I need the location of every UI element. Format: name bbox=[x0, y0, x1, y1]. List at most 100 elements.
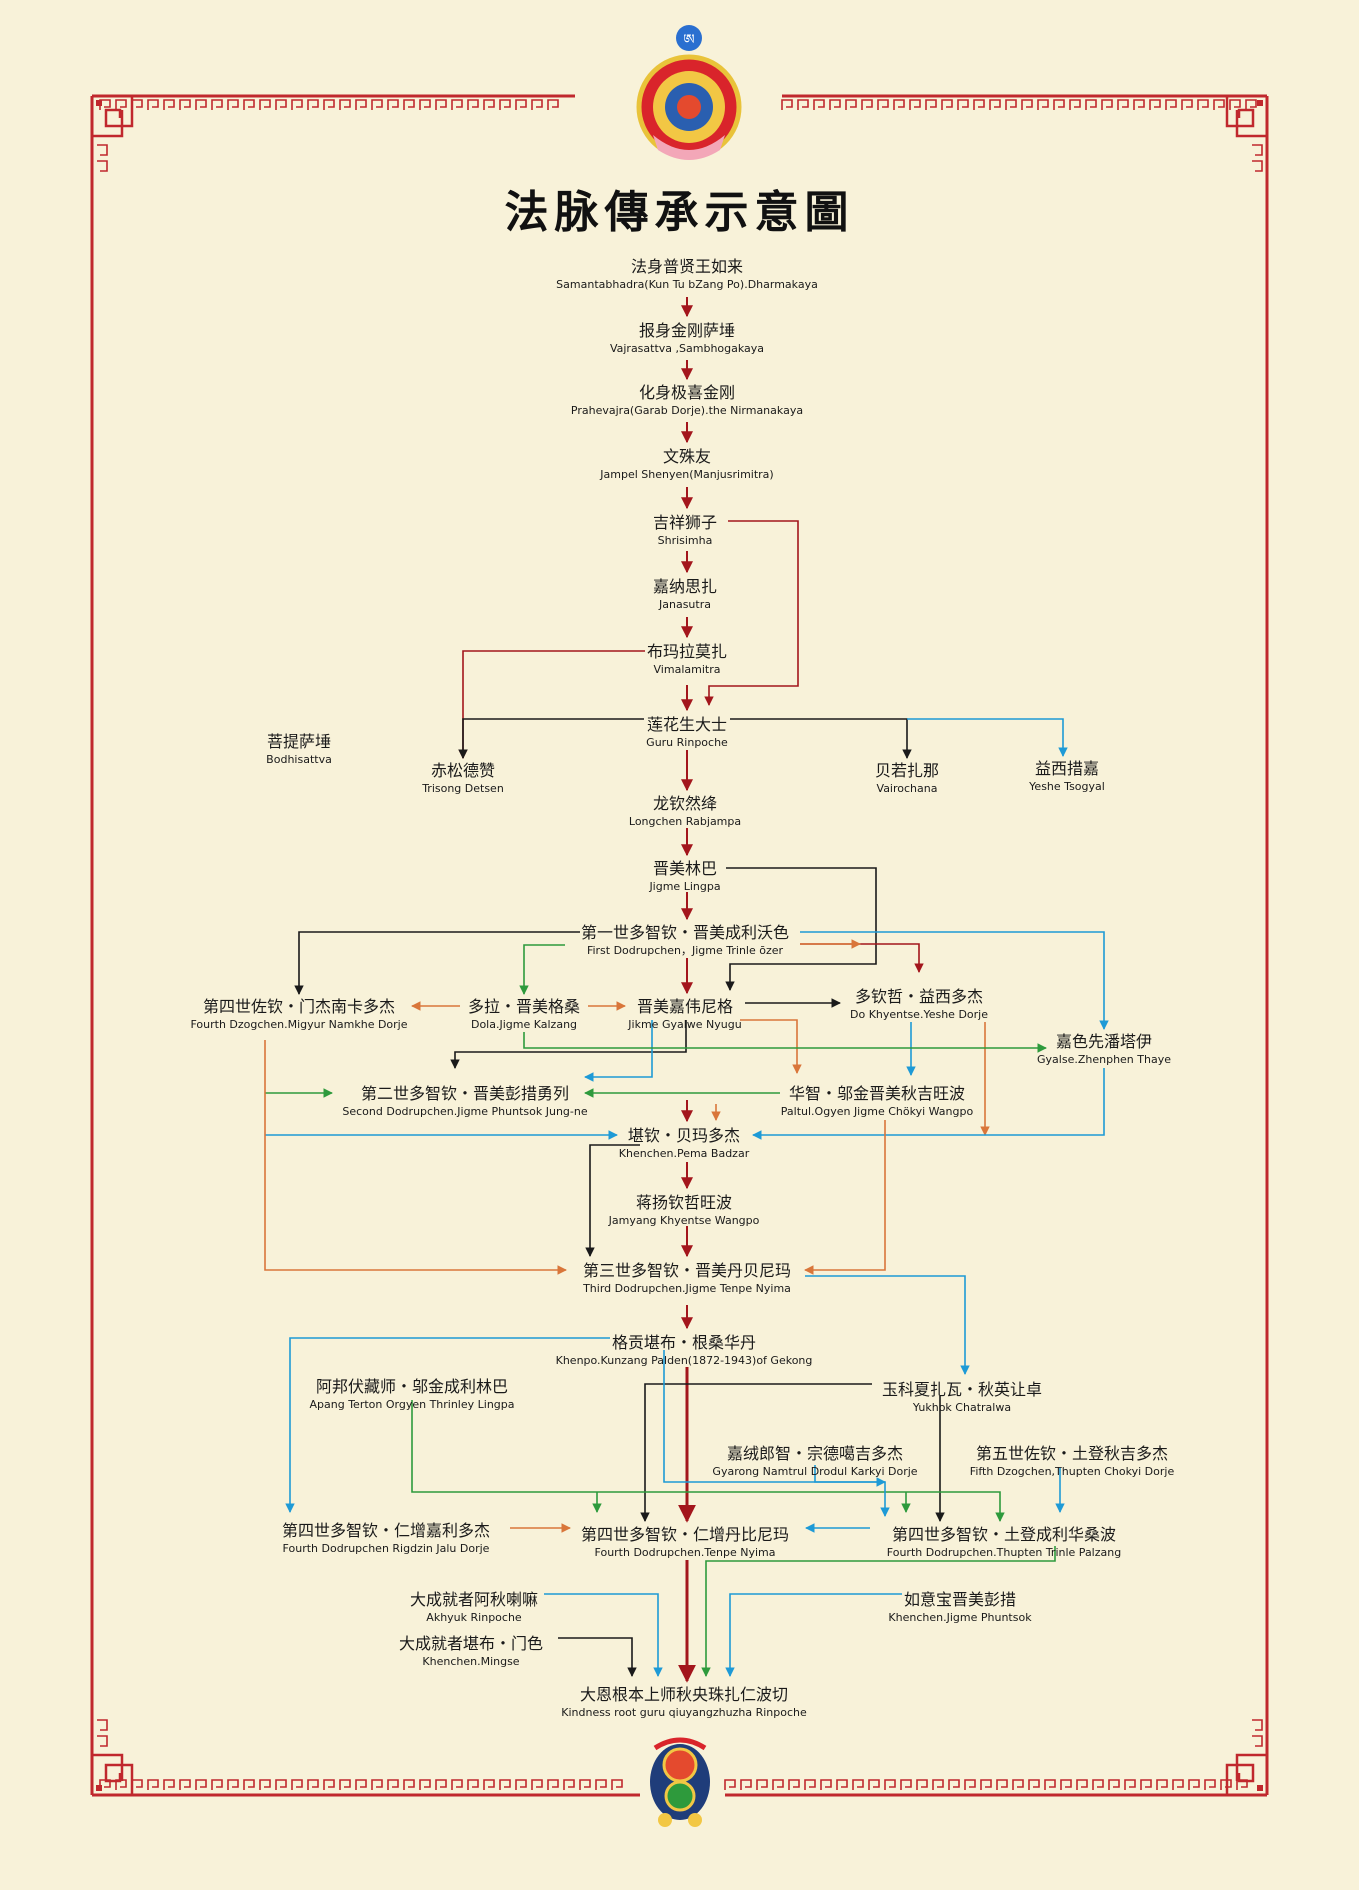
frame-key-pattern bbox=[813, 99, 825, 110]
node-name-en: Vimalamitra bbox=[653, 663, 721, 677]
node-name-en: Jamyang Khyentse Wangpo bbox=[608, 1214, 760, 1228]
frame-key-pattern bbox=[211, 99, 223, 110]
frame-key-pattern bbox=[1252, 160, 1263, 172]
node-name-zh: 法身普贤王如来 bbox=[630, 257, 744, 276]
frame-key-pattern bbox=[1060, 1779, 1072, 1790]
frame-key-pattern bbox=[371, 1779, 383, 1790]
frame-key-pattern bbox=[515, 99, 527, 110]
frame-key-pattern bbox=[893, 99, 905, 110]
frame-key-pattern bbox=[97, 160, 108, 172]
frame-key-pattern bbox=[1108, 1779, 1120, 1790]
frame-key-pattern bbox=[1172, 1779, 1184, 1790]
node-name-en: Shrisimha bbox=[657, 534, 713, 548]
frame-key-pattern bbox=[820, 1779, 832, 1790]
lineage-connector bbox=[544, 1593, 663, 1677]
node-name-en: Paltul.Ogyen Jigme Chökyi Wangpo bbox=[780, 1105, 974, 1119]
frame-key-pattern bbox=[515, 1779, 527, 1790]
node-name-en: Akhyuk Rinpoche bbox=[426, 1611, 522, 1625]
node-name-zh: 吉祥狮子 bbox=[652, 513, 718, 532]
node-name-en: Gyarong Namtrul Drodul Karkyi Dorje bbox=[712, 1465, 918, 1479]
node-name-zh: 益西措嘉 bbox=[1034, 759, 1099, 778]
frame-key-pattern bbox=[909, 99, 921, 110]
frame-key-pattern bbox=[788, 1779, 800, 1790]
node-name-zh: 嘉绒郎智・宗德噶吉多杰 bbox=[726, 1444, 904, 1463]
frame-key-pattern bbox=[877, 99, 889, 110]
frame-key-pattern bbox=[451, 1779, 463, 1790]
lineage-connector bbox=[663, 1350, 886, 1487]
frame-key-pattern bbox=[964, 1779, 976, 1790]
node-name-zh: 晋美林巴 bbox=[652, 859, 717, 878]
node-name-en: Gyalse.Zhenphen Thaye bbox=[1037, 1053, 1171, 1067]
frame-key-pattern bbox=[724, 1779, 736, 1790]
frame-key-pattern bbox=[845, 99, 857, 110]
frame-key-pattern bbox=[1053, 99, 1065, 110]
frame-key-pattern bbox=[243, 99, 255, 110]
lineage-connector bbox=[285, 1337, 610, 1513]
frame-key-pattern bbox=[227, 1779, 239, 1790]
node-name-zh: 堪钦・贝玛多杰 bbox=[627, 1126, 741, 1145]
node-name-zh: 第一世多智钦・晋美成利沃色 bbox=[580, 923, 790, 942]
frame-key-pattern bbox=[916, 1779, 928, 1790]
frame-key-pattern bbox=[259, 1779, 271, 1790]
frame-key-pattern bbox=[499, 99, 511, 110]
frame-key-pattern bbox=[307, 1779, 319, 1790]
node-name-zh: 菩提萨埵 bbox=[266, 732, 332, 751]
frame-key-pattern bbox=[941, 99, 953, 110]
lineage-connector bbox=[704, 520, 799, 706]
frame-key-pattern bbox=[1156, 1779, 1168, 1790]
frame-key-pattern bbox=[387, 1779, 399, 1790]
node-name-en: Fifth Dzogchen,Thupten Chokyi Dorje bbox=[969, 1465, 1175, 1479]
frame-corner bbox=[1225, 1753, 1269, 1797]
lineage-connector bbox=[458, 718, 644, 759]
node-name-zh: 第四世佐钦・门杰南卡多杰 bbox=[202, 997, 395, 1016]
frame-key-pattern bbox=[1197, 99, 1209, 110]
node-name-zh: 莲花生大士 bbox=[646, 715, 728, 734]
frame-key-pattern bbox=[900, 1779, 912, 1790]
frame-key-pattern bbox=[1012, 1779, 1024, 1790]
frame-key-pattern bbox=[611, 1779, 623, 1790]
frame-key-pattern bbox=[1204, 1779, 1216, 1790]
frame-key-pattern bbox=[797, 99, 809, 110]
frame-key-pattern bbox=[243, 1779, 255, 1790]
frame-key-pattern bbox=[339, 99, 351, 110]
node-name-zh: 化身极喜金刚 bbox=[638, 383, 735, 402]
frame-key-pattern bbox=[980, 1779, 992, 1790]
node-name-zh: 布玛拉莫扎 bbox=[646, 642, 728, 661]
node-name-en: Yukhok Chatralwa bbox=[912, 1401, 1012, 1415]
frame-corner bbox=[90, 94, 134, 138]
node-name-zh: 文殊友 bbox=[662, 447, 712, 466]
frame-key-pattern bbox=[531, 99, 543, 110]
lineage-node-gyarong: 嘉绒郎智・宗德噶吉多杰 Gyarong Namtrul Drodul Karkyi… bbox=[712, 1444, 918, 1479]
frame-key-pattern bbox=[195, 1779, 207, 1790]
node-name-zh: 多钦哲・益西多杰 bbox=[854, 987, 984, 1006]
lineage-connector bbox=[264, 1040, 567, 1275]
node-name-en: First Dodrupchen，Jigme Trinle ōzer bbox=[586, 944, 784, 958]
frame-key-pattern bbox=[1229, 99, 1241, 110]
frame-key-pattern bbox=[531, 1779, 543, 1790]
lineage-connector bbox=[450, 1020, 687, 1069]
frame-key-pattern bbox=[756, 1779, 768, 1790]
node-name-zh: 多拉・晋美格桑 bbox=[467, 997, 581, 1016]
frame-key-pattern bbox=[861, 99, 873, 110]
frame-key-pattern bbox=[195, 99, 207, 110]
node-name-zh: 赤松德赞 bbox=[430, 761, 495, 780]
